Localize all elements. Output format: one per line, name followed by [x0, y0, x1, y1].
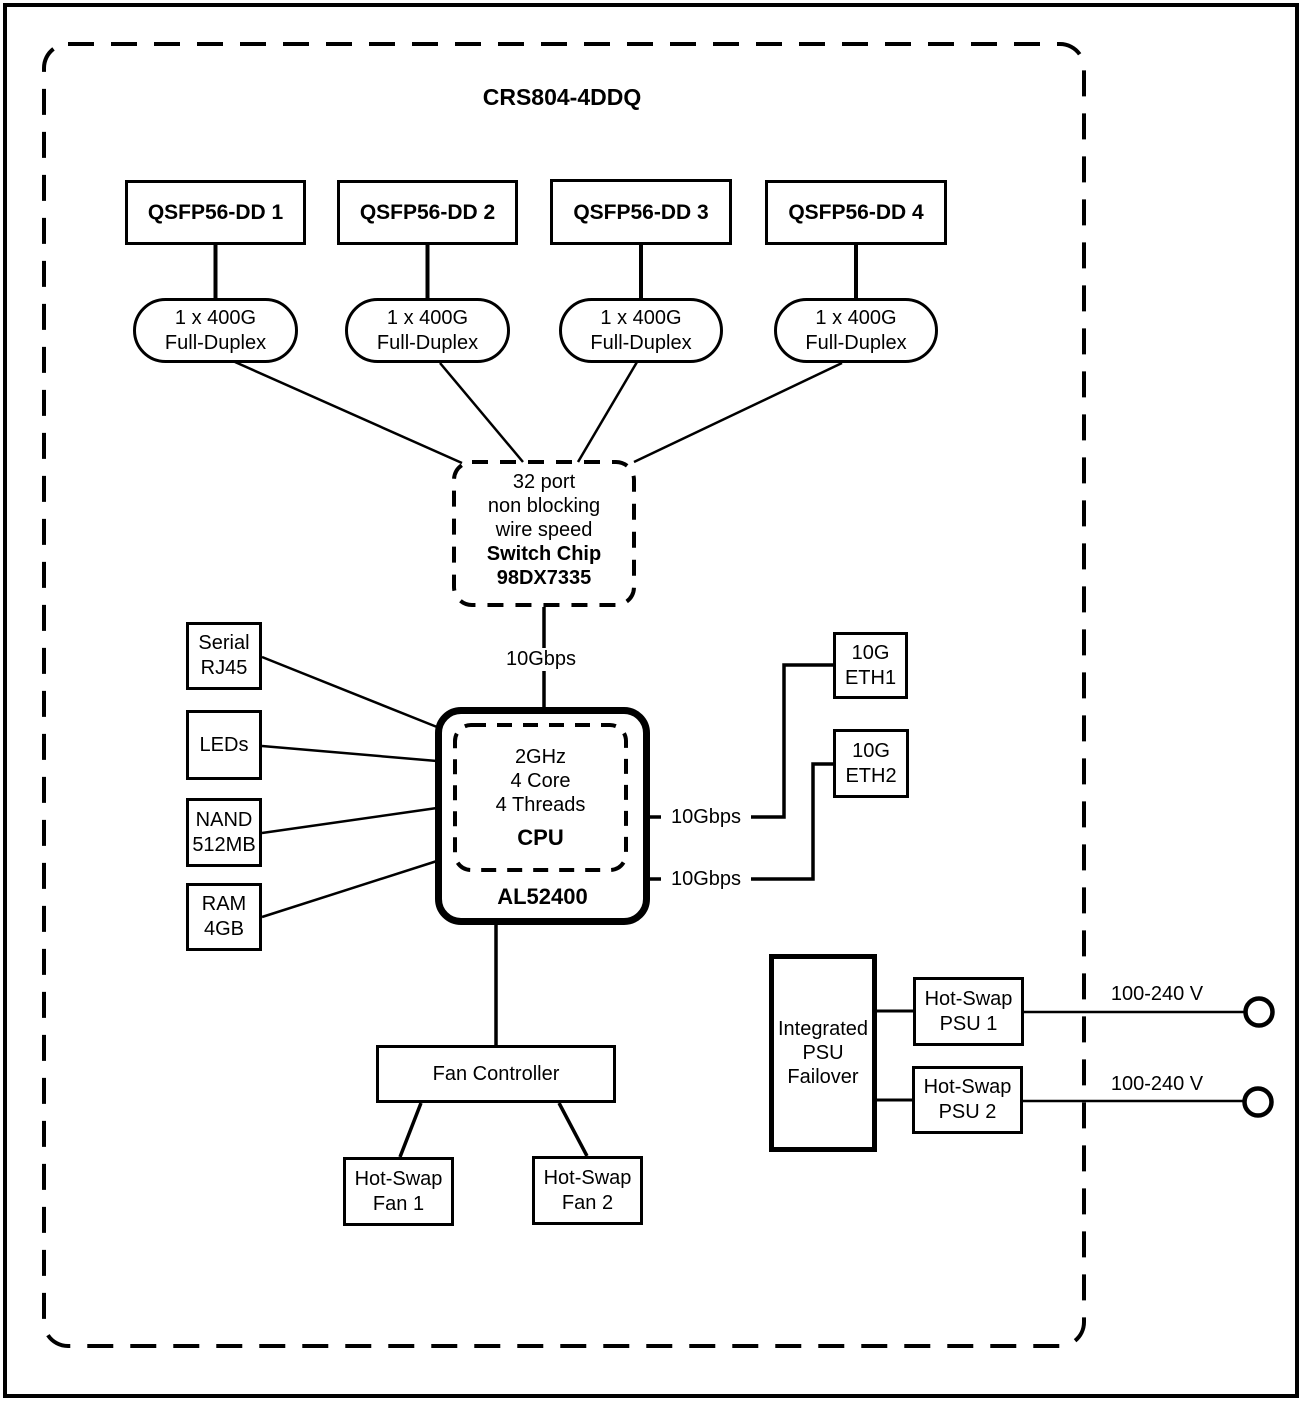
voltage-label-2: 100-240 V — [1110, 1073, 1204, 1095]
port-capability-2-pill: 1 x 400G Full-Duplex — [345, 298, 510, 363]
capability-2-speed: 1 x 400G — [386, 306, 469, 329]
ram-size: 4GB — [203, 918, 245, 940]
capability-1-duplex: Full-Duplex — [164, 331, 267, 354]
fan1-type: Hot-Swap — [354, 1167, 443, 1190]
failover-line3: Failover — [787, 1066, 859, 1088]
link-label-switch-cpu: 10Gbps — [496, 648, 586, 671]
capability-2-duplex: Full-Duplex — [376, 331, 479, 354]
qsfp-port-2-label: QSFP56-DD 2 — [359, 201, 496, 224]
outer-frame — [3, 3, 1299, 1398]
leds-box: LEDs — [186, 710, 262, 780]
diagram-title: CRS804-4DDQ — [482, 84, 642, 110]
eth2-speed: 10G — [852, 739, 890, 762]
qsfp-port-4-box: QSFP56-DD 4 — [765, 180, 947, 245]
fan-controller-label: Fan Controller — [432, 1062, 560, 1085]
qsfp-port-4-label: QSFP56-DD 4 — [788, 201, 924, 224]
fan2-label: Fan 2 — [561, 1191, 614, 1214]
serial-connector: RJ45 — [200, 657, 248, 679]
switch-chip-ports: 32 port — [512, 471, 576, 493]
link-label-cpu-eth1: 10Gbps — [661, 806, 751, 829]
cpu-model-label: AL52400 — [497, 884, 588, 909]
port-capability-3-pill: 1 x 400G Full-Duplex — [559, 298, 723, 363]
eth1-speed: 10G — [851, 641, 890, 664]
fan2-type: Hot-Swap — [543, 1166, 632, 1189]
ram-label: RAM — [201, 893, 247, 915]
cpu-cores: 4 Core — [510, 770, 571, 792]
port-capability-4-pill: 1 x 400G Full-Duplex — [774, 298, 938, 363]
fan1-box: Hot-Swap Fan 1 — [343, 1157, 454, 1226]
nand-box: NAND 512MB — [186, 798, 262, 867]
psu1-box: Hot-Swap PSU 1 — [913, 977, 1024, 1046]
port-capability-1-pill: 1 x 400G Full-Duplex — [133, 298, 298, 363]
capability-4-speed: 1 x 400G — [815, 306, 897, 329]
cpu-threads: 4 Threads — [495, 794, 586, 816]
psu1-label: PSU 1 — [939, 1012, 998, 1035]
fan2-box: Hot-Swap Fan 2 — [532, 1156, 643, 1225]
capability-3-speed: 1 x 400G — [600, 306, 682, 329]
serial-label: Serial — [198, 632, 250, 654]
qsfp-port-1-label: QSFP56-DD 1 — [147, 201, 284, 224]
capability-1-speed: 1 x 400G — [174, 306, 257, 329]
psu2-type: Hot-Swap — [923, 1076, 1012, 1098]
cpu-clock: 2GHz — [514, 746, 567, 768]
qsfp-port-2-box: QSFP56-DD 2 — [337, 180, 518, 245]
switch-chip-box: 32 port non blocking wire speed Switch C… — [452, 460, 636, 607]
eth2-box: 10G ETH2 — [833, 729, 909, 798]
switch-chip-feature-1: non blocking — [487, 495, 601, 517]
serial-rj45-box: Serial RJ45 — [186, 622, 262, 690]
nand-size: 512MB — [192, 833, 256, 856]
psu2-label: PSU 2 — [938, 1101, 997, 1123]
psu2-box: Hot-Swap PSU 2 — [912, 1066, 1023, 1134]
psu1-type: Hot-Swap — [924, 987, 1013, 1010]
nand-label: NAND — [195, 808, 253, 831]
cpu-core-box: 2GHz 4 Core 4 Threads CPU — [453, 723, 628, 872]
capability-3-duplex: Full-Duplex — [590, 331, 692, 354]
eth2-label: ETH2 — [845, 764, 897, 787]
leds-label: LEDs — [199, 733, 249, 756]
link-label-cpu-eth2: 10Gbps — [661, 868, 751, 891]
switch-chip-model: 98DX7335 — [496, 567, 592, 589]
qsfp-port-3-label: QSFP56-DD 3 — [573, 200, 709, 224]
eth1-label: ETH1 — [844, 666, 897, 689]
fan1-label: Fan 1 — [372, 1192, 425, 1215]
capability-4-duplex: Full-Duplex — [805, 331, 907, 354]
qsfp-port-3-box: QSFP56-DD 3 — [550, 179, 732, 245]
voltage-label-1: 100-240 V — [1110, 983, 1204, 1005]
fan-controller-box: Fan Controller — [376, 1045, 616, 1103]
psu-failover-box: Integrated PSU Failover — [769, 954, 877, 1152]
switch-chip-feature-2: wire speed — [495, 519, 593, 541]
cpu-label: CPU — [517, 825, 564, 850]
failover-line1: Integrated — [777, 1018, 869, 1040]
eth1-box: 10G ETH1 — [833, 632, 908, 699]
qsfp-port-1-box: QSFP56-DD 1 — [125, 180, 306, 245]
failover-line2: PSU — [802, 1042, 844, 1064]
switch-chip-name: Switch Chip — [486, 543, 602, 565]
ram-box: RAM 4GB — [186, 883, 262, 951]
